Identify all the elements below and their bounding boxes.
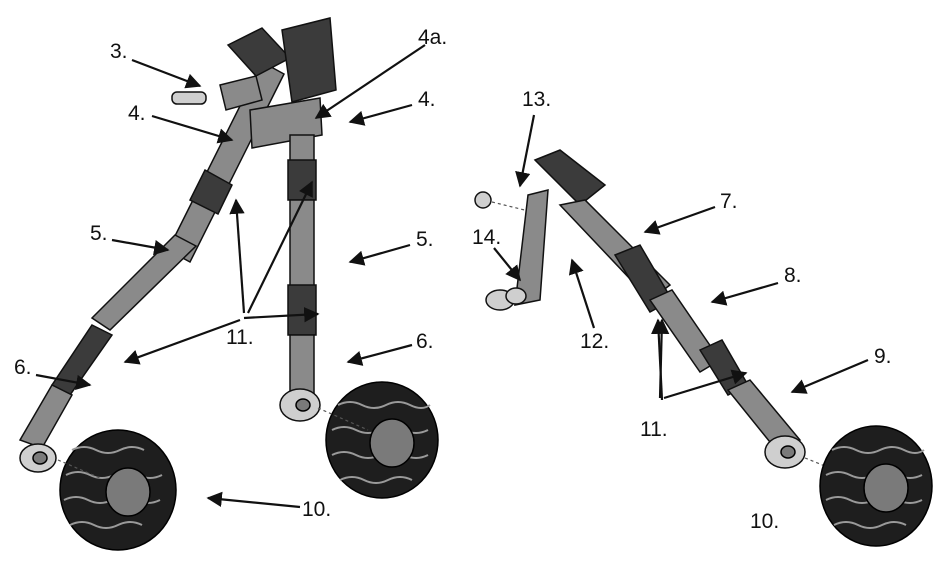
label-5-right: 5. <box>416 228 434 251</box>
label-6-left: 6. <box>14 356 32 379</box>
label-3: 3. <box>110 40 128 63</box>
right-diagonal-leg <box>558 199 806 469</box>
label-11-right: 11. <box>640 418 668 441</box>
right-bolt <box>474 191 492 209</box>
label-13: 13. <box>522 88 551 111</box>
left-wheel-rear <box>325 381 439 499</box>
left-vertical-leg <box>249 17 337 422</box>
label-4-right: 4. <box>418 88 436 111</box>
left-assembly <box>18 17 439 551</box>
label-12: 12. <box>580 330 609 353</box>
left-wheel-front <box>59 429 177 551</box>
label-10-left: 10. <box>302 498 331 521</box>
label-8: 8. <box>784 264 802 287</box>
label-11-left: 11. <box>226 326 254 349</box>
label-9: 9. <box>874 345 892 368</box>
callout-labels: 3. 4a. 4. 4. 5. 5. 6. 6. 10. 11. 13. 14.… <box>14 26 892 533</box>
label-6-right: 6. <box>416 330 434 353</box>
label-7: 7. <box>720 190 738 213</box>
right-assembly <box>474 149 933 547</box>
label-4a: 4a. <box>418 26 447 49</box>
callout-arrows <box>35 44 869 509</box>
label-4-left: 4. <box>128 102 146 125</box>
label-10-right: 10. <box>750 510 779 533</box>
right-wheel <box>819 425 933 547</box>
label-5-left: 5. <box>90 222 108 245</box>
label-14: 14. <box>472 226 501 249</box>
left-diagonal-leg <box>18 60 285 473</box>
